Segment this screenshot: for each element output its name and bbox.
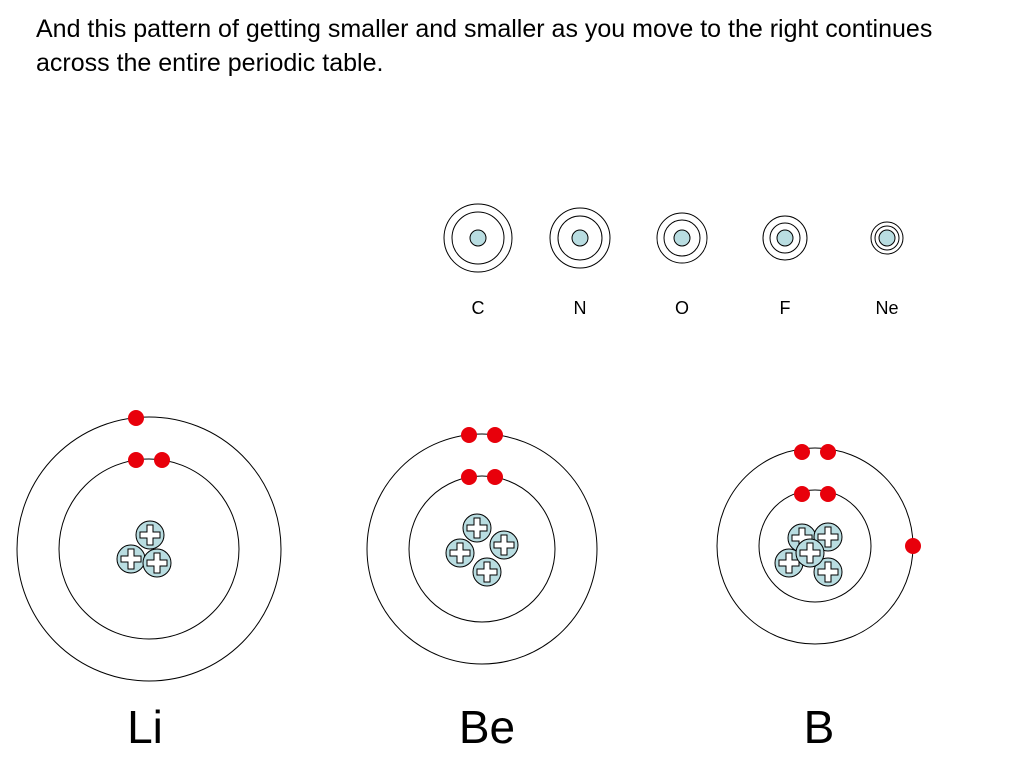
proton-icon xyxy=(135,520,165,550)
proton-icon xyxy=(462,513,492,543)
small-atom-label: C xyxy=(472,298,485,318)
proton-icon xyxy=(445,538,475,568)
large-atom-be: Be xyxy=(366,427,598,753)
outer-shell xyxy=(366,433,598,665)
small-atom-label: F xyxy=(780,298,791,318)
inner-shell xyxy=(758,489,872,603)
large-atom-li: Li xyxy=(16,410,282,753)
electron xyxy=(461,427,477,443)
small-atom-ne: Ne xyxy=(870,221,904,318)
small-atom-label: Ne xyxy=(875,298,898,318)
electron xyxy=(461,469,477,485)
nucleus xyxy=(673,229,691,247)
electron xyxy=(794,486,810,502)
electron xyxy=(128,452,144,468)
small-atom-label: N xyxy=(574,298,587,318)
electron xyxy=(905,538,921,554)
nucleus xyxy=(469,229,487,247)
small-atom-label: O xyxy=(675,298,689,318)
nucleus xyxy=(571,229,589,247)
electron xyxy=(820,486,836,502)
outer-shell xyxy=(16,416,282,682)
electron xyxy=(487,427,503,443)
electron xyxy=(154,452,170,468)
proton-icon xyxy=(813,557,843,587)
nucleus xyxy=(776,229,794,247)
slide-caption: And this pattern of getting smaller and … xyxy=(36,15,933,77)
large-atom-b: B xyxy=(716,444,921,753)
inner-shell xyxy=(58,458,240,640)
electron xyxy=(487,469,503,485)
electron xyxy=(794,444,810,460)
small-atom-c: C xyxy=(443,203,513,318)
nucleus xyxy=(878,229,896,247)
electron xyxy=(820,444,836,460)
electron xyxy=(128,410,144,426)
proton-icon xyxy=(142,548,172,578)
inner-shell xyxy=(408,475,556,623)
small-atom-o: O xyxy=(656,212,708,318)
proton-icon xyxy=(472,557,502,587)
small-atom-f: F xyxy=(762,215,808,318)
proton-icon xyxy=(795,538,825,568)
proton-icon xyxy=(489,530,519,560)
large-atom-label: B xyxy=(804,701,835,753)
large-atom-label: Be xyxy=(459,701,515,753)
proton-icon xyxy=(116,544,146,574)
small-atom-n: N xyxy=(549,207,611,318)
large-atom-label: Li xyxy=(127,701,163,753)
